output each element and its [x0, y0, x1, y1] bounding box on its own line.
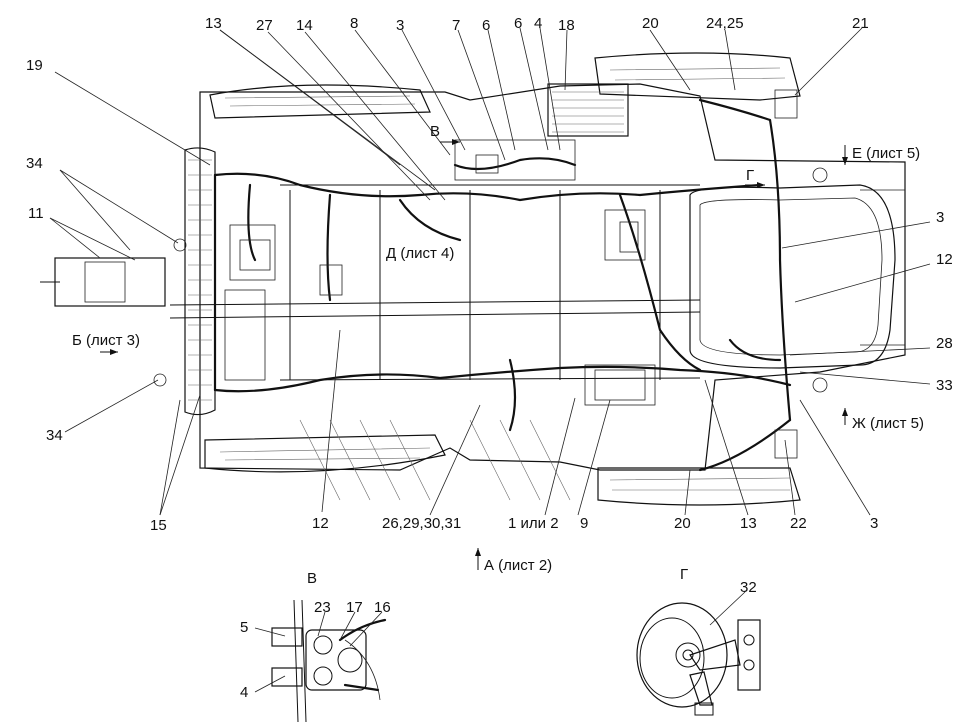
- view-g-label: Г: [746, 167, 754, 184]
- wiring-harness: [153, 89, 828, 472]
- callout-19: 19: [26, 57, 43, 74]
- callout-7: 7: [452, 17, 460, 34]
- callout-13-bottom: 13: [740, 515, 757, 532]
- view-b-label: Б (лист 3): [72, 332, 140, 349]
- leader-lines: [49, 27, 931, 516]
- callout-12-bottom: 12: [312, 515, 329, 532]
- callout-26-29-30-31: 26,29,30,31: [382, 515, 461, 532]
- callout-18: 18: [558, 17, 575, 34]
- callout-6a: 6: [482, 17, 490, 34]
- view-e-label: Е (лист 5): [852, 145, 920, 162]
- callout-4: 4: [534, 15, 542, 32]
- detail-v-5: 5: [240, 619, 248, 636]
- detail-v-16: 16: [374, 599, 391, 616]
- detail-g: Г 32: [636, 566, 761, 716]
- callout-24-25: 24,25: [706, 15, 744, 32]
- callout-6b: 6: [514, 15, 522, 32]
- detail-v-23: 23: [314, 599, 331, 616]
- view-v-label: В: [430, 123, 440, 140]
- vehicle-body: [40, 52, 906, 506]
- detail-v-4: 4: [240, 684, 248, 701]
- detail-g-32: 32: [740, 579, 757, 596]
- view-d-label: Д (лист 4): [386, 245, 454, 262]
- detail-g-title: Г: [680, 566, 688, 583]
- callout-13-top: 13: [205, 15, 222, 32]
- view-arrows: [100, 139, 848, 570]
- callout-15: 15: [150, 517, 167, 534]
- view-a-label: А (лист 2): [484, 557, 552, 574]
- callout-labels: 19 34 11 34 15 12 13 27 14 8 3 7 6 6 4 1…: [26, 15, 953, 534]
- view-zh-label: Ж (лист 5): [852, 415, 924, 432]
- callout-3-bottom: 3: [870, 515, 878, 532]
- callout-1-or-2: 1 или 2: [508, 515, 559, 532]
- detail-v: В 5 4 23 17 16: [240, 570, 391, 723]
- callout-34-top: 34: [26, 155, 43, 172]
- callout-11: 11: [28, 205, 44, 222]
- callout-9: 9: [580, 515, 588, 532]
- callout-21: 21: [852, 15, 869, 32]
- detail-v-17: 17: [346, 599, 363, 616]
- callout-27: 27: [256, 17, 273, 34]
- callout-12-right: 12: [936, 251, 953, 268]
- callout-14: 14: [296, 17, 313, 34]
- callout-3-top: 3: [396, 17, 404, 34]
- callout-22: 22: [790, 515, 807, 532]
- callout-28: 28: [936, 335, 953, 352]
- detail-v-title: В: [307, 570, 317, 587]
- callout-8: 8: [350, 15, 358, 32]
- view-labels: В Г Д (лист 4) Е (лист 5) Ж (лист 5) Б (…: [72, 123, 924, 574]
- callout-34-bottom: 34: [46, 427, 63, 444]
- callout-20-bottom: 20: [674, 515, 691, 532]
- callout-3-right: 3: [936, 209, 944, 226]
- callout-20-top: 20: [642, 15, 659, 32]
- callout-33: 33: [936, 377, 953, 394]
